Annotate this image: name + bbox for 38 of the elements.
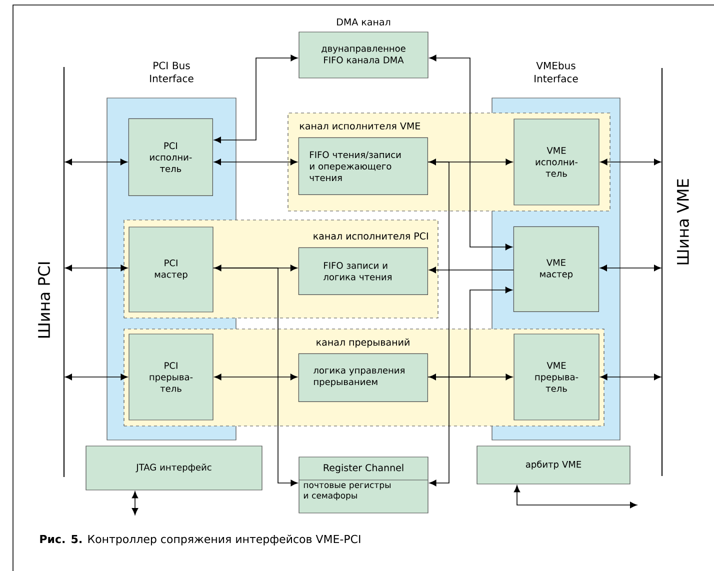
arrow — [600, 158, 661, 166]
arrow — [429, 266, 514, 274]
arrow — [600, 264, 661, 272]
arrow — [212, 268, 298, 486]
arrow — [429, 158, 513, 166]
arrow — [65, 264, 128, 272]
process-box: VME мастер — [513, 226, 599, 312]
process-box: PCI исполни- тель — [128, 118, 213, 196]
arrow — [428, 286, 512, 378]
arrow — [428, 162, 450, 486]
arrow — [429, 54, 512, 250]
process-box: логика управления прерыванием — [298, 353, 428, 402]
process-box: арбитр VME — [476, 446, 630, 484]
process-box: FIFO чтения/записи и опережающего чтения — [298, 137, 428, 195]
process-box: VME исполни- тель — [514, 118, 600, 206]
process-box: PCI мастер — [128, 226, 214, 312]
node-label: DMA канал — [337, 18, 390, 26]
arrow — [600, 374, 661, 380]
process-box: PCI прерыва- тель — [128, 334, 214, 420]
figure-caption: Рис. 5. Контроллер сопряжения интерфейсов VME-PCI — [40, 534, 360, 546]
arrow — [214, 158, 298, 166]
node-label: PCI Bus Interface — [150, 62, 194, 82]
bus-line: Шина PCI — [38, 67, 64, 477]
arrow — [214, 264, 298, 272]
arrow — [214, 374, 298, 380]
arrow — [514, 485, 637, 508]
register-box: Register Channel почтовые регистры и семафоры — [298, 456, 428, 514]
process-box: DMA канал двунаправленное FIFO канала DMA — [298, 18, 428, 78]
arrow — [132, 491, 138, 515]
process-box: VME прерыва- тель — [514, 334, 600, 420]
arrow — [65, 158, 128, 166]
arrow — [214, 54, 298, 144]
process-box: JTAG интерфейс — [86, 446, 262, 490]
arrow — [429, 374, 513, 380]
bus-line: Шина VME — [662, 68, 689, 476]
arrow — [65, 374, 128, 380]
node-label: VMEbus Interface — [534, 62, 578, 82]
process-box: FIFO записи и логика чтения — [298, 247, 428, 295]
